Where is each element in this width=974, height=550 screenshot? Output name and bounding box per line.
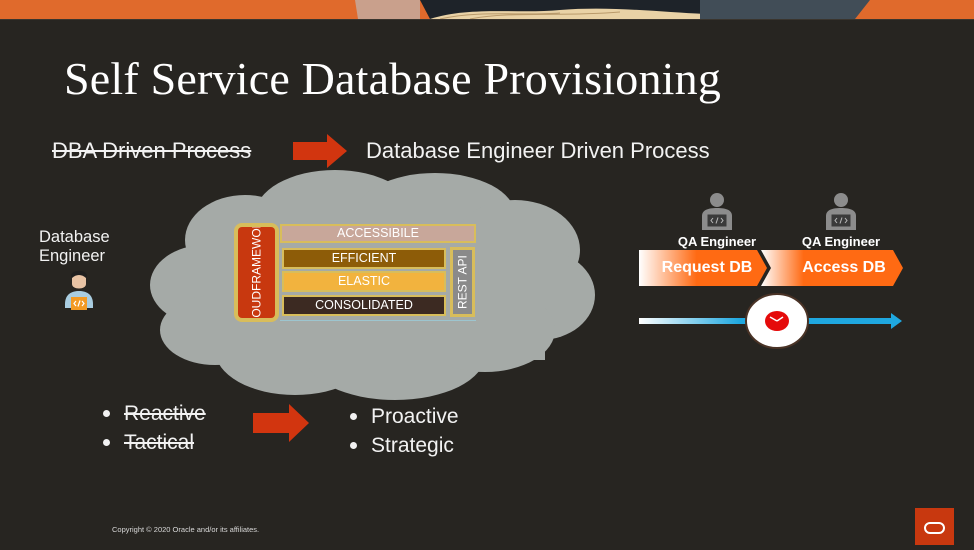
bullet-icon	[350, 413, 357, 420]
database-engineer-label-line1: Database	[39, 228, 110, 246]
new-approach-list: Proactive Strategic	[350, 402, 459, 460]
new-process-label: Database Engineer Driven Process	[366, 138, 710, 163]
access-db-chevron	[761, 250, 903, 286]
arrow-right-icon	[253, 404, 309, 442]
bullet-icon	[103, 410, 110, 417]
old-approach-list: Reactive Tactical	[103, 399, 206, 457]
database-engineer-label-line2: Engineer	[39, 247, 106, 265]
oracle-logo	[915, 508, 954, 545]
new-approach-item: Strategic	[350, 431, 459, 460]
old-approach-text: Tactical	[124, 431, 195, 454]
old-process-label: DBA Driven Process	[52, 138, 252, 163]
database-engineer-label: Database Engineer	[39, 228, 110, 266]
bullet-icon	[103, 439, 110, 446]
new-approach-item: Proactive	[350, 402, 459, 431]
new-approach-text: Proactive	[371, 405, 459, 428]
cloud-framework-line1: CLOUD	[249, 291, 264, 318]
access-db-step: Access DB	[802, 259, 886, 276]
copyright-footer: Copyright © 2020 Oracle and/or its affil…	[112, 525, 260, 534]
request-db-step: Request DB	[661, 259, 753, 276]
layer-elastic: ELASTIC	[284, 273, 444, 290]
cloud-framework-label: CLOUD FRAMEWORK	[238, 227, 275, 318]
arrow-right-icon	[293, 134, 347, 168]
workflow-chevrons	[639, 250, 903, 286]
rest-api-block: REST API	[453, 250, 472, 314]
oracle-logo-icon	[924, 522, 945, 534]
layer-efficient: EFFICIENT	[284, 250, 444, 267]
old-approach-item: Reactive	[103, 399, 206, 428]
qa-engineer-icon	[826, 193, 856, 230]
qa-engineer-label-1: QA Engineer	[677, 234, 757, 249]
layer-accessible: ACCESSIBILE	[282, 226, 474, 241]
qa-engineer-icon	[702, 193, 732, 230]
banner-divider	[0, 19, 974, 20]
qa-engineer-label-2: QA Engineer	[801, 234, 881, 249]
cloud-framework-block: CLOUD FRAMEWORK	[238, 227, 275, 318]
timeline	[639, 293, 902, 349]
cloud-framework-line2: FRAMEWORK	[249, 227, 264, 292]
developer-person-icon	[65, 270, 93, 310]
bullet-icon	[350, 442, 357, 449]
old-approach-text: Reactive	[124, 402, 206, 425]
stack-frame	[280, 224, 476, 321]
request-db-chevron	[639, 250, 767, 286]
old-approach-item: Tactical	[103, 428, 206, 457]
layer-consolidated: CONSOLIDATED	[284, 297, 444, 314]
decorative-banner	[0, 0, 974, 19]
new-approach-text: Strategic	[371, 434, 454, 457]
rest-api-label: REST API	[455, 255, 470, 309]
clock-icon	[765, 311, 789, 331]
cloud-framework-stack: CLOUD FRAMEWORK ACCESSIBILE EFFICIENT EL…	[232, 223, 478, 323]
slide-title: Self Service Database Provisioning	[64, 53, 722, 104]
